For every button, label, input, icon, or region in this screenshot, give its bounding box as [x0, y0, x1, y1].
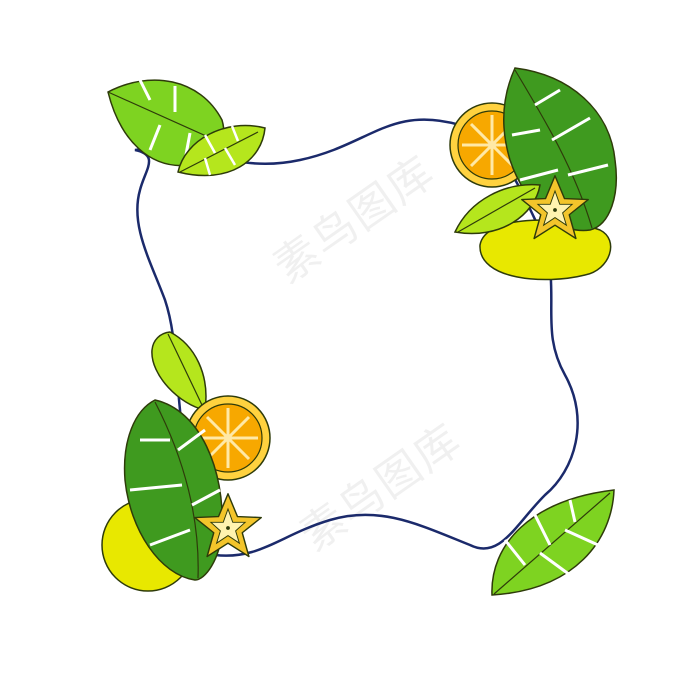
- monstera-leaf-icon: [491, 489, 615, 596]
- top-left-leaf-cluster: [107, 79, 266, 177]
- watermark: 素鸟图库 素鸟图库: [265, 146, 472, 561]
- wavy-frame-border: [134, 118, 579, 557]
- leaf-icon: [151, 331, 207, 411]
- leaf-icon: [453, 183, 541, 235]
- monstera-leaf-icon: [177, 124, 266, 177]
- top-right-cluster: [448, 67, 617, 240]
- lemon-blob-icon: [479, 219, 612, 281]
- watermark-text: 素鸟图库: [265, 146, 445, 293]
- watermark-text: 素鸟图库: [291, 414, 471, 561]
- bottom-left-cluster: [123, 331, 272, 581]
- bottom-right-leaf: [491, 489, 615, 596]
- monstera-leaf-icon: [123, 399, 223, 581]
